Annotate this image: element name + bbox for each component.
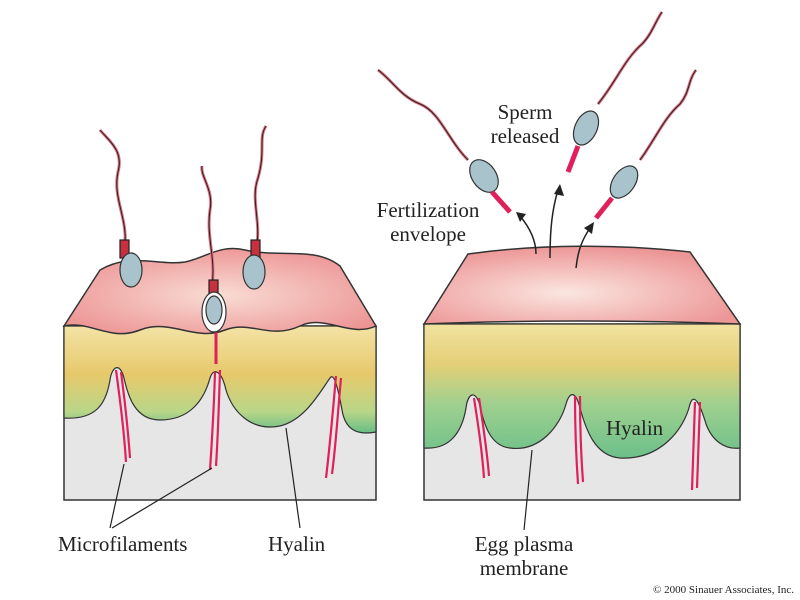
leader-lines xyxy=(109,427,533,531)
leader-microfilaments-1 xyxy=(109,463,125,529)
sperm-3 xyxy=(242,125,268,290)
release-arrow-2 xyxy=(549,189,559,259)
label-microfilaments: Microfilaments xyxy=(58,532,188,556)
label-sperm-line1: Sperm xyxy=(497,100,553,124)
release-arrow-1 xyxy=(519,215,537,255)
label-egg-line2: membrane xyxy=(479,556,569,580)
copyright-notice: © 2000 Sinauer Associates, Inc. xyxy=(653,584,794,596)
right-block xyxy=(422,245,742,501)
left-block xyxy=(62,247,378,501)
release-arrows xyxy=(516,184,594,269)
left-hyalin-layer xyxy=(63,325,377,434)
leader-hyalin-left xyxy=(285,427,301,529)
right-sperm-group xyxy=(377,11,698,220)
left-microfilaments xyxy=(114,369,343,479)
label-sperm-released: Sperm released xyxy=(470,100,580,148)
label-sperm-line2: released xyxy=(490,124,560,148)
label-egg-line1: Egg plasma xyxy=(474,532,574,556)
label-egg-plasma-membrane: Egg plasma membrane xyxy=(462,532,586,580)
sperm-6 xyxy=(594,69,698,220)
label-fertilization-envelope: Fertilization envelope xyxy=(358,198,498,246)
label-fert-line2: envelope xyxy=(390,222,466,246)
leader-microfilaments-2 xyxy=(111,467,213,529)
label-hyalin-left: Hyalin xyxy=(268,532,326,556)
sperm-1 xyxy=(98,129,143,288)
leader-egg-membrane xyxy=(523,449,533,531)
sperm-4 xyxy=(377,68,512,214)
sperm-2 xyxy=(200,165,227,333)
label-hyalin-right: Hyalin xyxy=(606,416,664,440)
left-sperm-group xyxy=(98,125,268,333)
right-microfilaments xyxy=(472,395,702,491)
label-fert-line1: Fertilization xyxy=(376,198,480,222)
right-envelope-top xyxy=(422,245,742,325)
sperm-5 xyxy=(565,11,664,173)
